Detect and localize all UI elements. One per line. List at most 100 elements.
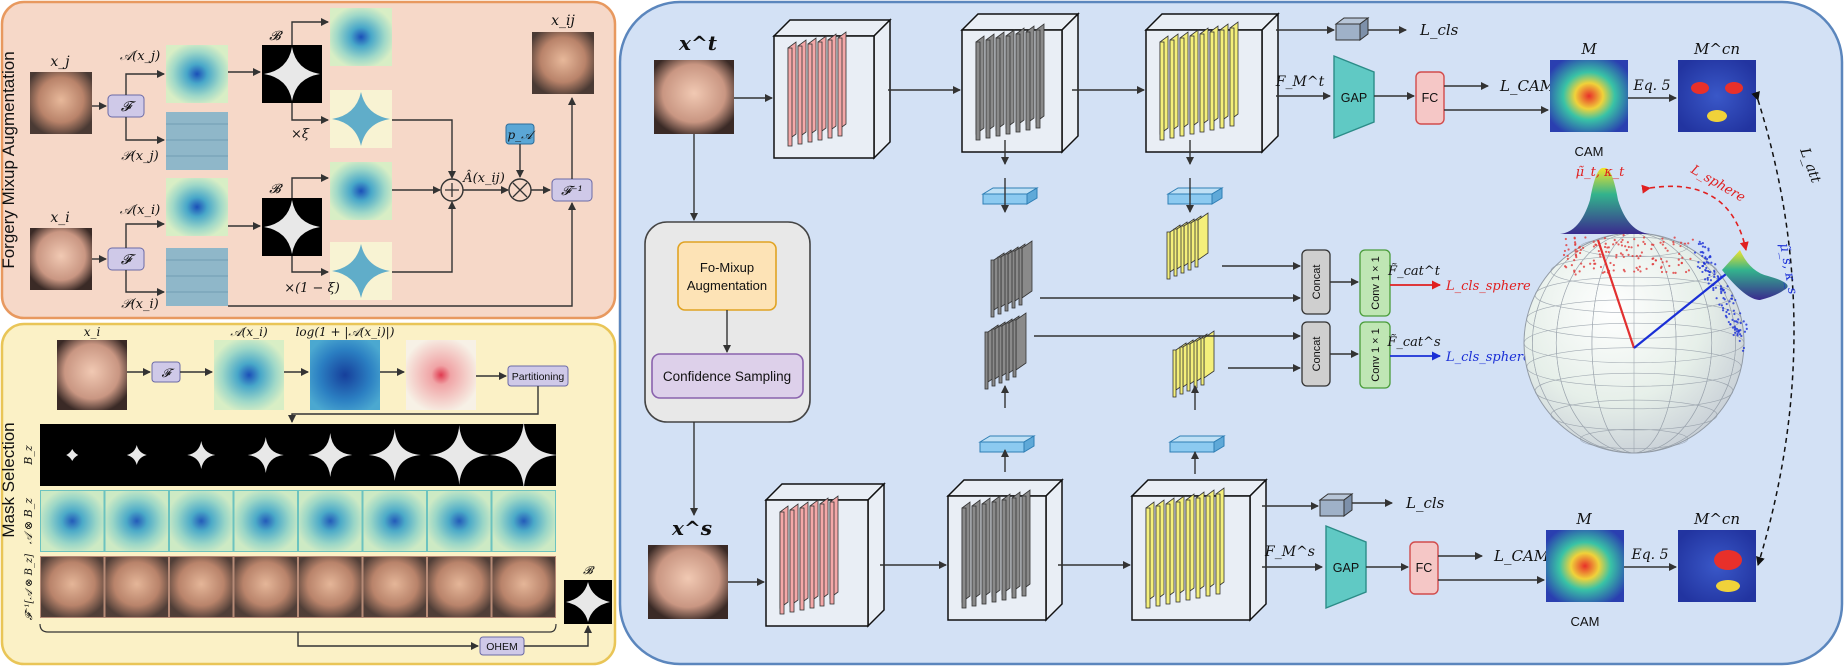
yellow-stack-s-edge: [1186, 343, 1191, 392]
source-point: [1706, 278, 1709, 281]
target-point: [1651, 263, 1654, 266]
edge-ohem-B: [524, 625, 592, 647]
source-point: [1726, 308, 1729, 312]
face-xt: [654, 60, 734, 134]
feature-plane-front: [1011, 497, 1017, 599]
sum-sign: [445, 183, 459, 197]
feature-plane-front: [779, 511, 785, 615]
target-point: [1621, 253, 1624, 256]
target-point: [1601, 271, 1604, 274]
target-point: [1691, 238, 1694, 241]
source-point: [1727, 320, 1730, 324]
source-point: [1701, 270, 1704, 274]
cls-head-top-side: [1359, 17, 1369, 41]
gray-stack-t-edge: [1018, 247, 1023, 306]
target-point: [1672, 243, 1675, 246]
L-CAM-top: L_CAM: [1499, 77, 1556, 95]
target-point: [1652, 243, 1655, 246]
gap-bottom: [1325, 524, 1367, 610]
target-point: [1604, 250, 1608, 253]
reconstruction-cell: [105, 557, 168, 617]
target-point: [1573, 241, 1577, 244]
target-point: [1576, 250, 1579, 253]
gray-stack-t-edge: [990, 259, 995, 318]
gray-stack-s: [1015, 312, 1027, 371]
target-point: [1630, 246, 1633, 249]
source-point: [1723, 291, 1727, 294]
target-point: [1650, 247, 1653, 251]
mask-cell: [308, 433, 353, 477]
source-point: [1699, 242, 1702, 245]
block-2-target: [960, 12, 1080, 154]
gray-stack-t-edge: [1011, 250, 1016, 309]
cam-label-top: CAM: [1575, 144, 1604, 159]
conv-bottom: [1359, 321, 1391, 389]
feature-plane-front: [1145, 507, 1151, 609]
edge-masked4-sum: [392, 201, 456, 273]
feature-plane-front: [1229, 27, 1235, 127]
target-point: [1573, 270, 1576, 274]
label-A-hat: Â(x_ij): [462, 170, 505, 186]
target-point: [1652, 257, 1655, 260]
label-F-inv: 𝓕⁻¹: [561, 184, 583, 199]
confidence-sampling-box: [651, 353, 804, 399]
source-point: [1732, 309, 1735, 312]
source-point: [1708, 273, 1711, 277]
phase-xi: [166, 248, 228, 306]
target-point: [1566, 254, 1569, 258]
source-point: [1713, 270, 1716, 274]
phase-texture: [166, 123, 228, 293]
eq5-bottom: Eq. 5: [1631, 547, 1669, 563]
yellow-stack-s: [1203, 330, 1215, 379]
L-cls-sphere-s: L_cls_sphere: [1445, 350, 1531, 365]
target-point: [1615, 241, 1618, 244]
feature-plane-front: [1209, 31, 1215, 131]
target-point: [1566, 257, 1569, 260]
target-point: [1637, 268, 1640, 271]
target-point: [1594, 262, 1597, 265]
cls-head-bottom-side: [1343, 493, 1353, 517]
spectrum-cell: [299, 491, 362, 551]
target-point: [1677, 258, 1680, 261]
source-point: [1734, 331, 1737, 334]
target-point: [1574, 248, 1577, 251]
cube-side: [867, 482, 885, 628]
target-point: [1612, 263, 1615, 267]
target-point: [1584, 236, 1587, 239]
feature-plane-front: [827, 39, 833, 139]
edge-F-A-xi: [125, 220, 165, 248]
target-point: [1665, 260, 1668, 263]
label-A-xi: 𝒜(x_i): [120, 203, 160, 218]
reconstruction-cell: [428, 557, 491, 617]
target-point: [1613, 238, 1616, 242]
source-point: [1698, 240, 1701, 243]
target-point: [1662, 240, 1665, 244]
target-point: [1622, 268, 1625, 272]
spectrum-cell: [105, 491, 168, 551]
edge-F-P-xi: [125, 270, 165, 296]
proj-t2-side: [1211, 187, 1223, 205]
edge-F-A-xj: [125, 70, 165, 95]
gap-top-label: GAP: [1341, 91, 1367, 105]
source-point: [1745, 323, 1748, 326]
target-point: [1606, 246, 1609, 249]
feature-plane-front: [985, 39, 991, 139]
source-point: [1736, 334, 1739, 337]
label-xt: x^t: [678, 31, 718, 55]
source-point: [1714, 263, 1717, 266]
source-point: [1707, 249, 1710, 252]
source-point: [1741, 349, 1745, 352]
peak-t: [1560, 167, 1650, 234]
backbone-blocks: [764, 12, 1280, 628]
target-point: [1645, 267, 1648, 270]
source-point: [1733, 320, 1736, 323]
target-point: [1687, 269, 1691, 272]
target-point: [1579, 248, 1582, 252]
mu-t-label: μ̃_t, κ_t: [1576, 165, 1625, 180]
edge-brace-ohem: [297, 632, 479, 650]
target-point: [1635, 254, 1638, 258]
L-cls-top: L_cls: [1419, 21, 1459, 39]
masked-amp-2-shape: [332, 92, 390, 146]
target-point: [1578, 245, 1581, 248]
